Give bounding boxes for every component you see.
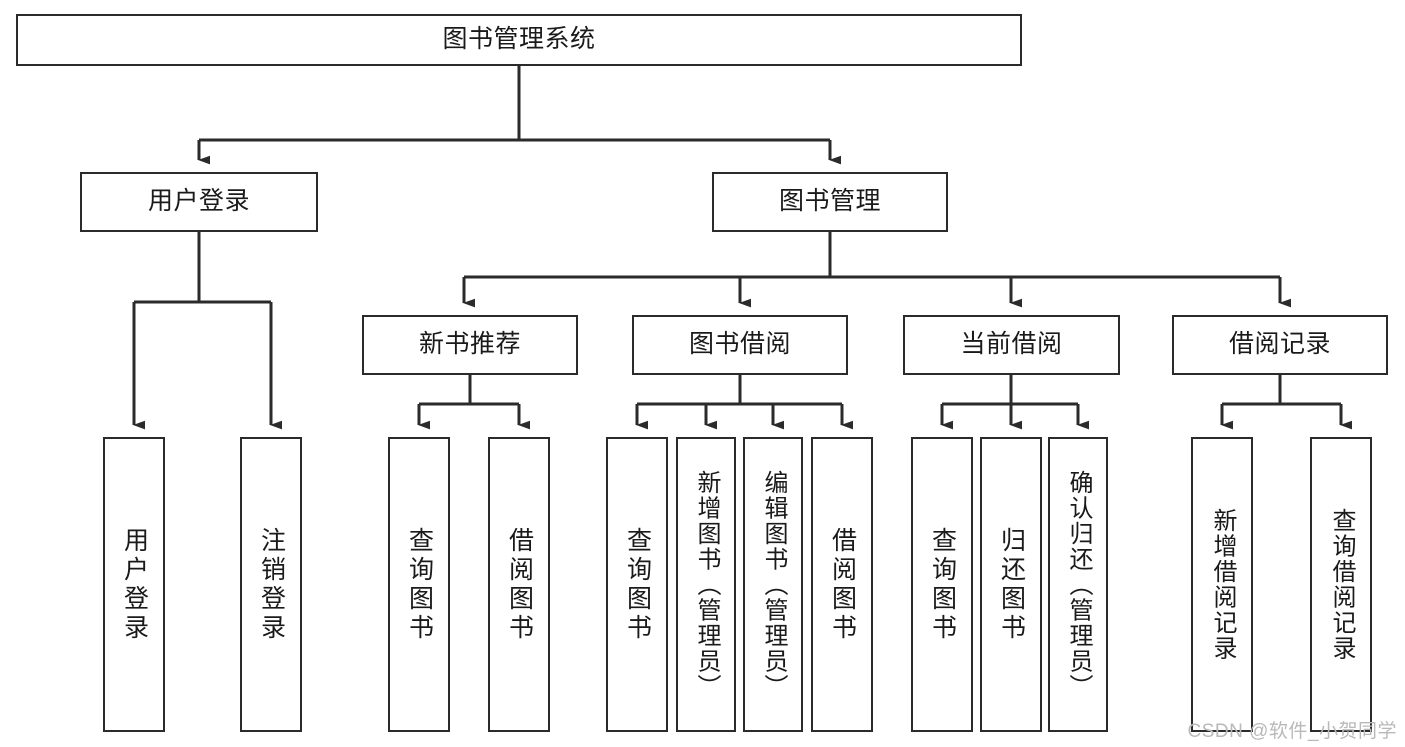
leaf-query-book-recommend[interactable]: 查询图书 [388,437,450,732]
node-borrow-records[interactable]: 借阅记录 [1172,315,1388,375]
node-label: 图书管理 [778,187,881,216]
leaf-borrow-book[interactable]: 借阅图书 [811,437,873,732]
node-label: 查询借阅记录 [1328,508,1355,661]
csdn-watermark: CSDN @软件_小贺同学 [1187,721,1397,742]
node-label: 当前借阅 [960,330,1063,359]
node-label: 确认归还（管理员） [1065,469,1092,700]
node-book-management[interactable]: 图书管理 [712,172,948,232]
node-root-system[interactable]: 图书管理系统 [16,14,1022,66]
node-book-borrow[interactable]: 图书借阅 [632,315,848,375]
node-label: 借阅记录 [1228,330,1331,359]
node-label: 新增借阅记录 [1209,508,1236,661]
node-new-book-recommendation[interactable]: 新书推荐 [362,315,578,375]
leaf-return-book[interactable]: 归还图书 [980,437,1042,732]
leaf-add-borrow-record[interactable]: 新增借阅记录 [1191,437,1253,732]
leaf-user-login[interactable]: 用户登录 [103,437,165,732]
node-label: 用户登录 [120,526,149,643]
leaf-query-book-borrow[interactable]: 查询图书 [606,437,668,732]
node-label: 新书推荐 [418,330,521,359]
node-label: 图书管理系统 [442,25,596,54]
leaf-add-book-admin[interactable]: 新增图书（管理员） [676,437,736,732]
node-label: 图书借阅 [688,330,791,359]
node-label: 新增图书（管理员） [693,469,720,700]
leaf-edit-book-admin[interactable]: 编辑图书（管理员） [743,437,803,732]
node-current-borrow[interactable]: 当前借阅 [903,315,1120,375]
node-user-login[interactable]: 用户登录 [80,172,318,232]
node-label: 查询图书 [928,526,957,643]
leaf-logout[interactable]: 注销登录 [240,437,302,732]
leaf-borrow-book-recommend[interactable]: 借阅图书 [488,437,550,732]
node-label: 查询图书 [623,526,652,643]
node-label: 编辑图书（管理员） [760,469,787,700]
node-label: 查询图书 [405,526,434,643]
node-label: 注销登录 [257,526,286,643]
node-label: 借阅图书 [828,526,857,643]
leaf-query-book-current[interactable]: 查询图书 [911,437,973,732]
node-label: 借阅图书 [505,526,534,643]
leaf-confirm-return-admin[interactable]: 确认归还（管理员） [1048,437,1108,732]
leaf-query-borrow-record[interactable]: 查询借阅记录 [1310,437,1372,732]
node-label: 用户登录 [147,187,250,216]
node-label: 归还图书 [997,526,1026,643]
